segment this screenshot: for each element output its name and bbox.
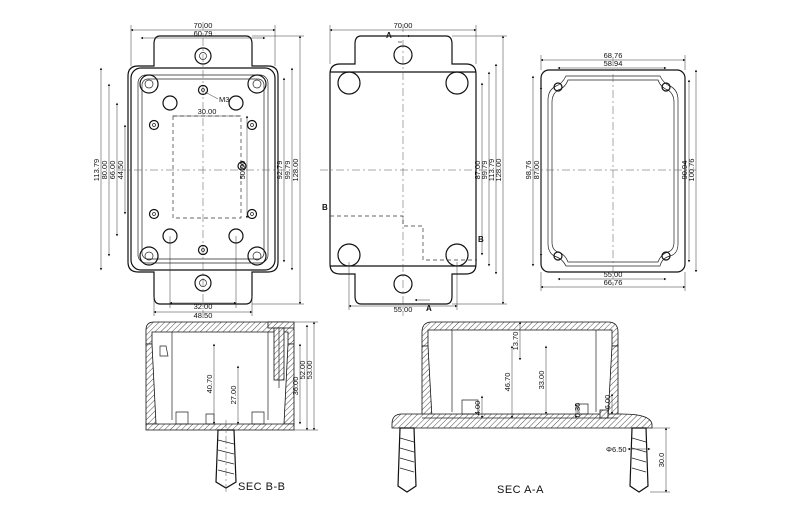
section-a-a: 13.70 46.70 33.00 4.00 0.30 6.00 Φ6.50 3…: [391, 321, 670, 496]
top-view-window: [172, 115, 242, 219]
dim-aa-33: 33.00: [537, 371, 546, 390]
dim-front-87: 87.00: [473, 161, 482, 180]
front-view-outline: [329, 35, 477, 305]
dim-bb-36: 36.00: [291, 377, 300, 396]
dim-front-55: 55.00: [394, 305, 413, 314]
front-view: A A B B 70.00 87.00 99.79 113.79 128.00 …: [320, 21, 507, 316]
section-marker-b-left: B: [322, 203, 328, 212]
dim-left-80: 80.00: [100, 161, 109, 180]
lid-view: 68.76 58.94 98.76 87.00 90.94 100.76 55.…: [524, 51, 698, 291]
dim-aa-0-30: 0.30: [573, 403, 582, 418]
dim-lid-66-76: 66.76: [604, 278, 623, 287]
sec-aa-left-wall: [421, 345, 433, 419]
dim-thread-m3: M3: [219, 95, 229, 104]
dim-inner-30: 30.00: [198, 107, 217, 116]
dim-front-128: 128.00: [494, 159, 503, 182]
sec-aa-lid: [421, 321, 619, 347]
dim-top-70: 70.00: [194, 21, 213, 30]
corner-bosses: [139, 74, 267, 266]
dim-right-99-79: 99.79: [283, 161, 292, 180]
dim-left-44-50: 44.50: [116, 161, 125, 180]
dim-aa-4: 4.00: [473, 401, 482, 416]
section-aa-label: SEC A-A: [497, 484, 544, 496]
dim-front-99-79: 99.79: [480, 161, 489, 180]
dim-bb-53: 53.00: [305, 361, 314, 380]
dim-lid-100-76: 100.76: [687, 159, 696, 182]
dim-left-113-79: 113.79: [92, 159, 101, 181]
section-marker-a-bottom: A: [426, 304, 432, 313]
section-bb-label: SEC B-B: [238, 481, 286, 493]
dim-front-113-79: 113.79: [487, 159, 496, 181]
dim-left-66: 66.00: [108, 161, 117, 180]
dim-lid-68-76: 68.76: [604, 51, 623, 60]
dim-lid-58-94: 58.94: [604, 59, 623, 68]
dim-bb-40-70: 40.70: [205, 375, 214, 394]
sec-aa-bottom-flange: [391, 413, 653, 429]
section-b-b: 40.70 27.00 36.00 52.00 53.00 SEC B-B: [145, 321, 318, 494]
dim-bottom-48-50: 48.50: [194, 311, 213, 320]
dim-top-60-79: 60.79: [194, 29, 213, 38]
dim-lid-98-76: 98.76: [524, 161, 533, 180]
dim-aa-46-70: 46.70: [503, 373, 512, 392]
top-mount-hole: [194, 47, 212, 65]
top-view-flange-outline: [127, 35, 279, 305]
dim-lid-90-94: 90.94: [680, 161, 689, 180]
dim-inner-50: 50.00: [238, 161, 247, 180]
top-view: 70.00 60.79 M3 30.00 113.79 80.00 66.00 …: [92, 21, 304, 320]
sec-bb-left-wall: [145, 343, 157, 425]
dim-aa-13-70: 13.70: [511, 332, 520, 351]
dim-lid-55: 55.00: [604, 270, 623, 279]
dim-bb-52: 52.00: [298, 361, 307, 380]
dim-aa-30: 30.0: [657, 453, 666, 468]
dim-aa-6: 6.00: [603, 395, 612, 410]
dim-front-70: 70.00: [394, 21, 413, 30]
dim-right-128: 128.00: [291, 159, 300, 182]
dim-right-92-79: 92.79: [275, 161, 284, 180]
dim-lid-87: 87.00: [532, 161, 541, 180]
dim-bb-27: 27.00: [229, 386, 238, 405]
section-marker-a-top: A: [386, 31, 392, 40]
sec-bb-bottom: [145, 423, 295, 431]
dim-bottom-32: 32.00: [194, 302, 213, 311]
section-marker-b-right: B: [478, 235, 484, 244]
lid-inner-gasket: [547, 75, 679, 267]
dim-aa-dia-6-50: Φ6.50: [606, 445, 627, 454]
